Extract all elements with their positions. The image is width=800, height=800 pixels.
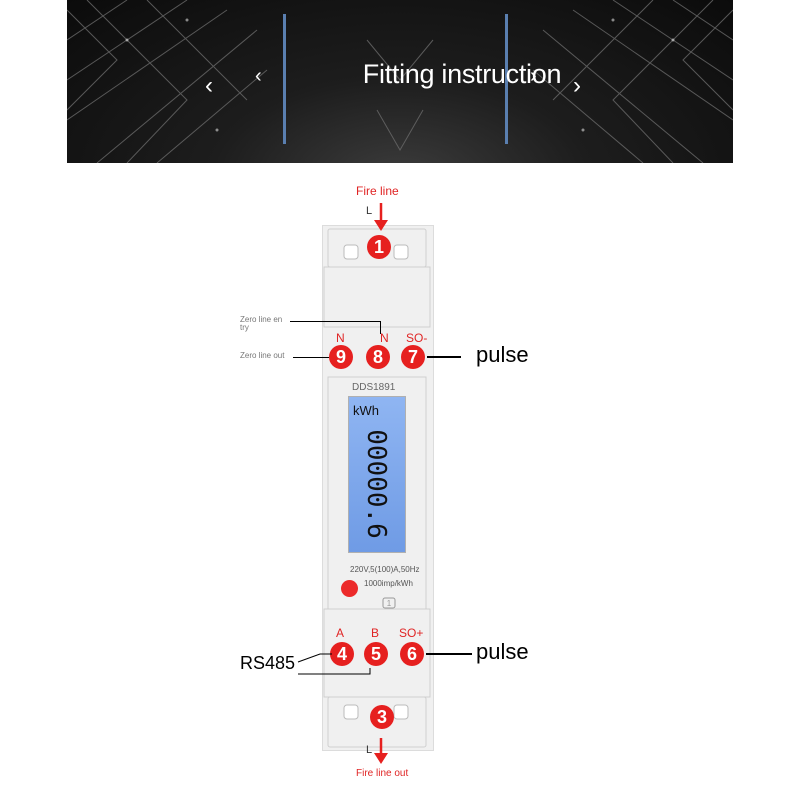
lcd-display: [348, 396, 406, 553]
left-accent-bar: [283, 14, 286, 144]
chevron-left-inner-icon: ‹: [255, 65, 262, 87]
zero-line-out-label: Zero line out: [240, 351, 285, 360]
zero-line-entry-label-cont: try: [240, 323, 249, 332]
meter-constant: 1000imp/kWh: [364, 579, 413, 588]
terminal-6-marker: 6: [400, 642, 424, 666]
pulse-top-label: pulse: [476, 342, 529, 367]
zero-line-out-leader: [293, 357, 329, 358]
terminal-so-minus-label: SO-: [406, 331, 428, 345]
rs485-leaders: [297, 653, 371, 675]
terminal-7-marker: 7: [401, 345, 425, 369]
arrow-down-icon: [374, 203, 388, 231]
zero-line-entry-leader: [290, 321, 380, 322]
top-phase-label: L: [366, 205, 373, 217]
chevron-left-outer-icon: ‹: [205, 72, 213, 99]
pulse-top-leader: [427, 356, 461, 358]
meter-rating: 220V,5(100)A,50Hz: [350, 565, 420, 574]
terminal-a-label: A: [336, 626, 345, 640]
certification-mark-icon: 1: [382, 597, 396, 609]
terminal-5-marker: 5: [364, 642, 388, 666]
terminal-n-right-label: N: [380, 331, 389, 345]
zero-line-entry-leader-drop: [380, 321, 381, 334]
pulse-led: [341, 580, 358, 597]
rs485-label: RS485: [240, 653, 296, 673]
arrow-down-bottom-icon: [374, 738, 388, 764]
right-accent-bar: [505, 14, 508, 144]
fire-line-out-label: Fire line out: [356, 768, 409, 779]
terminal-1-marker: 1: [367, 235, 391, 259]
fire-line-label: Fire line: [356, 184, 399, 198]
terminal-9-marker: 9: [329, 345, 353, 369]
terminal-4-marker: 4: [330, 642, 354, 666]
zero-line-entry-label: Zero line en: [240, 315, 283, 324]
terminal-3-marker: 3: [370, 705, 394, 729]
terminal-n-left-label: N: [336, 331, 345, 345]
meter-outline: [323, 228, 431, 748]
banner-background-lines: [67, 0, 733, 163]
page-title: Fitting instruction: [362, 59, 562, 89]
pulse-bottom-leader: [426, 653, 472, 655]
terminal-8-marker: 8: [366, 345, 390, 369]
meter-model: DDS1891: [352, 382, 396, 393]
header-banner: ‹ ‹ › › Fitting instruction: [67, 0, 733, 163]
terminal-b-label: B: [371, 626, 380, 640]
svg-text:1: 1: [387, 599, 392, 608]
lcd-unit: kWh: [353, 403, 379, 418]
chevron-right-outer-icon: ›: [573, 72, 581, 99]
lcd-reading: 00000.6: [361, 429, 391, 539]
chevron-right-inner-icon: ›: [530, 65, 537, 87]
pulse-bottom-label: pulse: [476, 639, 529, 664]
bottom-phase-label: L: [366, 744, 373, 756]
terminal-so-plus-label: SO+: [399, 626, 424, 640]
